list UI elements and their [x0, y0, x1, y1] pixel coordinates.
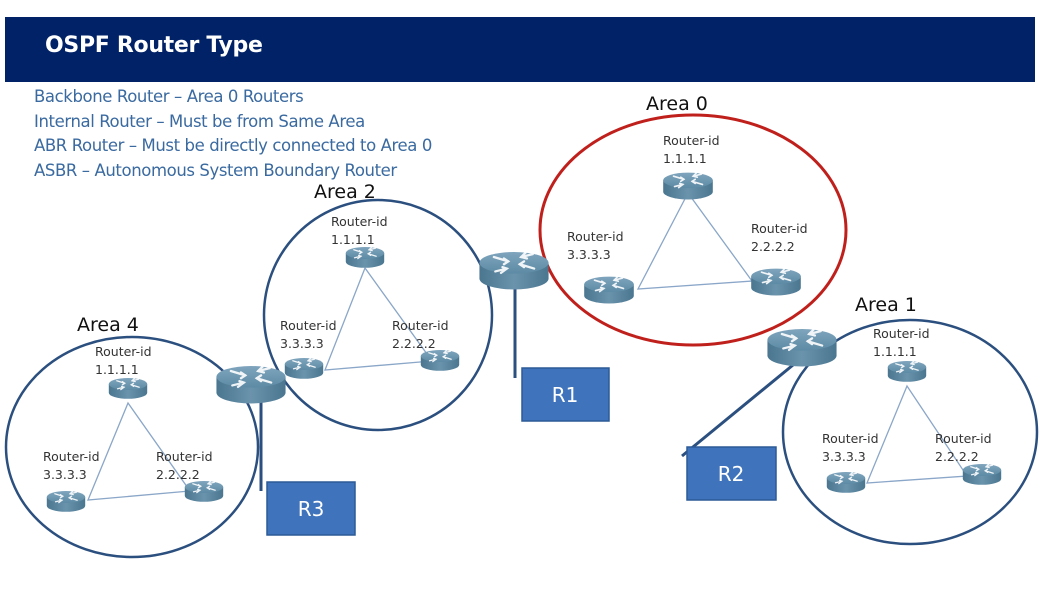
router-icon[interactable] — [420, 349, 460, 372]
router-id-label: Router-id — [822, 431, 879, 446]
router-id-value: 3.3.3.3 — [43, 467, 87, 482]
router-id-value: 2.2.2.2 — [156, 467, 200, 482]
router-id-label: Router-id — [567, 229, 624, 244]
abr-router-r3-icon[interactable] — [215, 364, 287, 405]
router-id-value: 1.1.1.1 — [331, 232, 375, 247]
area4-boundary — [4, 335, 260, 559]
router-type-list: Backbone Router – Area 0 Routers Interna… — [34, 85, 432, 183]
bullet-backbone-router: Backbone Router – Area 0 Routers — [34, 87, 304, 106]
r2-connector — [681, 363, 794, 458]
page-title: OSPF Router Type — [45, 33, 263, 58]
r1-label: R1 — [552, 383, 579, 407]
r1-box[interactable]: R1 — [521, 367, 610, 422]
r2-box[interactable]: R2 — [686, 446, 777, 501]
area2-label: Area 2 — [314, 181, 376, 203]
r3-label: R3 — [298, 497, 325, 521]
router-id-label: Router-id — [95, 344, 152, 359]
abr-router-r1-icon[interactable] — [478, 250, 550, 291]
router-icon[interactable] — [962, 463, 1002, 486]
router-icon[interactable] — [826, 471, 866, 494]
bullet-abr-router: ABR Router – Must be directly connected … — [34, 136, 432, 155]
router-id-label: Router-id — [280, 318, 337, 333]
bullet-asbr-router: ASBR – Autonomous System Boundary Router — [34, 160, 397, 180]
abr-router-r2-icon[interactable] — [766, 327, 838, 368]
router-icon[interactable] — [184, 480, 224, 503]
area0-links — [636, 191, 754, 290]
router-id-value: 1.1.1.1 — [95, 362, 139, 377]
router-id-value: 2.2.2.2 — [751, 239, 795, 254]
area0-label: Area 0 — [646, 93, 708, 115]
router-id-label: Router-id — [873, 326, 930, 341]
router-icon[interactable] — [345, 246, 385, 269]
router-id-label: Router-id — [156, 449, 213, 464]
router-icon[interactable] — [662, 171, 714, 201]
header-banner: OSPF Router Type — [5, 17, 1035, 82]
router-id-value: 1.1.1.1 — [873, 344, 917, 359]
area2-links — [324, 266, 434, 371]
area0-boundary — [538, 113, 848, 347]
router-id-value: 2.2.2.2 — [392, 336, 436, 351]
area1-label: Area 1 — [855, 294, 917, 316]
area4-label: Area 4 — [77, 314, 139, 336]
router-icon[interactable] — [46, 490, 86, 513]
area2-boundary — [262, 198, 494, 432]
area4-links — [86, 401, 192, 501]
router-icon[interactable] — [887, 360, 927, 383]
bullet-internal-router: Internal Router – Must be from Same Area — [34, 111, 365, 131]
router-id-value: 1.1.1.1 — [663, 151, 707, 166]
router-id-label: Router-id — [43, 449, 100, 464]
area1-boundary — [781, 318, 1039, 546]
router-id-value: 2.2.2.2 — [935, 449, 979, 464]
area1-links — [865, 384, 969, 484]
router-id-value: 3.3.3.3 — [822, 449, 866, 464]
router-id-label: Router-id — [751, 221, 808, 236]
router-icon[interactable] — [583, 275, 635, 305]
router-id-label: Router-id — [935, 431, 992, 446]
router-id-label: Router-id — [392, 318, 449, 333]
router-icon[interactable] — [108, 377, 148, 400]
r3-box[interactable]: R3 — [266, 481, 356, 536]
router-icon[interactable] — [284, 357, 324, 380]
router-id-label: Router-id — [331, 214, 388, 229]
router-icon[interactable] — [750, 267, 802, 297]
router-id-value: 3.3.3.3 — [567, 247, 611, 262]
router-id-value: 3.3.3.3 — [280, 336, 324, 351]
router-id-label: Router-id — [663, 133, 720, 148]
r2-label: R2 — [718, 462, 745, 486]
